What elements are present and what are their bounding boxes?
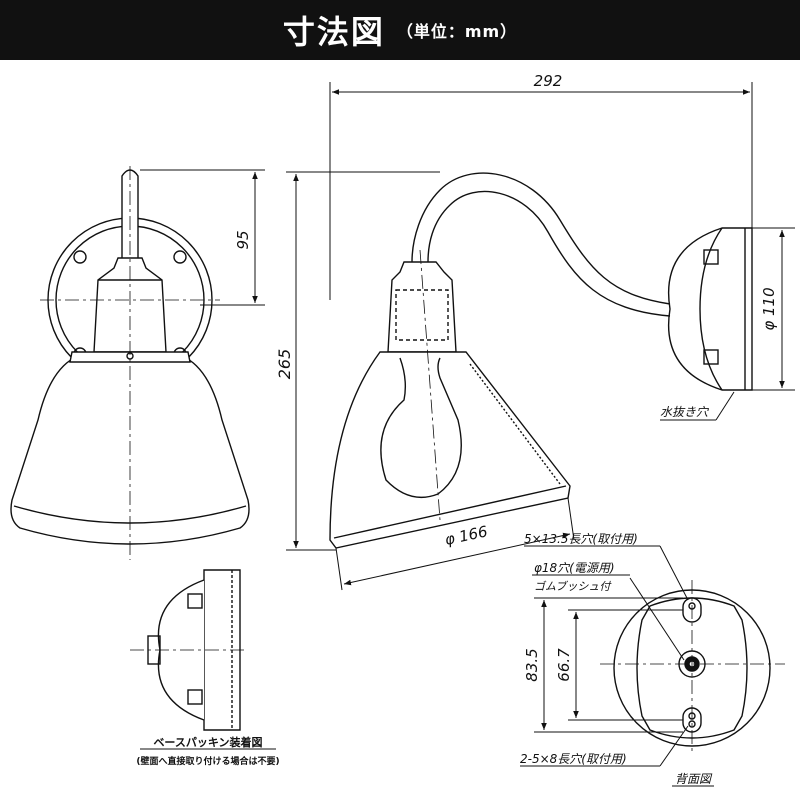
base-packing-view xyxy=(130,569,245,731)
side-wall-plate xyxy=(668,227,753,391)
front-view xyxy=(10,166,250,560)
page-header: 寸法図 （単位：mm） xyxy=(0,0,800,60)
side-arm-outer xyxy=(411,172,671,305)
back-view-callouts xyxy=(520,545,689,767)
front-screw-top-left xyxy=(73,250,87,264)
grommet-label: ゴムブッシュ付 xyxy=(534,580,612,593)
dimension-drawing: 95 292 265 xyxy=(10,72,795,787)
base-packing-title: ベースパッキン装着図 xyxy=(153,735,262,749)
dim-hole-pitch-outer-label: 83.5 xyxy=(523,648,541,681)
dim-shade-diameter-label: φ 166 xyxy=(443,522,489,549)
dim-hole-pitch-inner-label: 66.7 xyxy=(555,648,573,682)
back-plate-inner xyxy=(636,597,748,739)
bottom-slot-label: 2-5×8長穴(取付用) xyxy=(520,752,627,766)
back-view xyxy=(600,580,785,755)
side-screw-bottom xyxy=(703,349,719,365)
side-shade xyxy=(329,351,571,549)
dim-overall-height xyxy=(286,171,440,551)
front-screw-top-right xyxy=(173,250,187,264)
back-view-label: 背面図 xyxy=(675,772,713,786)
dim-overall-width xyxy=(329,82,753,300)
front-arm-rod xyxy=(121,169,139,261)
dim-base-diameter-label: φ 110 xyxy=(760,287,778,330)
dim-arm-height-label: 95 xyxy=(234,230,252,249)
side-arm-inner xyxy=(427,190,671,317)
drain-hole-callout xyxy=(660,391,735,421)
base-packing-note: (壁面へ直接取り付ける場合は不要) xyxy=(136,755,279,767)
diagram-unit: （単位：mm） xyxy=(396,22,518,41)
dim-overall-width-label: 292 xyxy=(534,72,563,90)
dim-hole-pitch-outer xyxy=(534,597,683,733)
top-slot-label: 5×13.5長穴(取付用) xyxy=(524,532,638,546)
dim-hole-pitch-inner xyxy=(568,609,683,721)
dim-arm-height xyxy=(140,169,265,306)
diagram-title: 寸法図 xyxy=(282,13,385,51)
side-view xyxy=(329,172,753,549)
dim-shade-diameter xyxy=(335,497,575,591)
side-screw-top xyxy=(703,249,719,265)
center-hole-label: φ18穴(電源用) xyxy=(534,561,615,575)
drain-hole-label: 水抜き穴 xyxy=(660,405,710,419)
dim-overall-height-label: 265 xyxy=(275,349,294,380)
dim-base-diameter xyxy=(752,227,795,391)
